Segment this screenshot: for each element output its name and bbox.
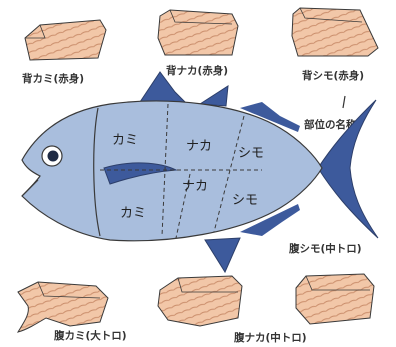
meat-block-back-shimo bbox=[292, 8, 378, 56]
meat-block-back-naka bbox=[158, 10, 238, 55]
ventral-fin bbox=[205, 238, 240, 272]
meat-block-belly-naka bbox=[158, 276, 242, 326]
zone-upper-shimo: シモ bbox=[238, 146, 264, 161]
tuna-fish: カミ ナカ シモ カミ ナカ シモ bbox=[22, 72, 378, 272]
zone-lower-kami: カミ bbox=[120, 206, 146, 221]
zone-upper-kami: カミ bbox=[112, 133, 138, 148]
zone-upper-naka: ナカ bbox=[186, 139, 212, 154]
meat-block-belly-kami bbox=[18, 282, 108, 332]
label-belly-naka: 腹ナカ(中トロ) bbox=[234, 331, 307, 344]
label-back-naka: 背ナカ(赤身) bbox=[166, 64, 228, 77]
second-dorsal-fin bbox=[200, 86, 228, 106]
zone-lower-shimo: シモ bbox=[232, 193, 258, 208]
zone-lower-naka: ナカ bbox=[182, 179, 208, 194]
meat-block-belly-shimo bbox=[296, 274, 374, 324]
leader-line bbox=[343, 96, 345, 108]
label-belly-shimo: 腹シモ(中トロ) bbox=[289, 242, 362, 255]
label-back-shimo: 背シモ(赤身) bbox=[302, 69, 364, 82]
label-belly-kami: 腹カミ(大トロ) bbox=[54, 329, 127, 342]
meat-block-back-kami bbox=[25, 20, 106, 60]
label-back-kami: 背カミ(赤身) bbox=[22, 72, 84, 85]
eye-pupil bbox=[48, 151, 59, 162]
